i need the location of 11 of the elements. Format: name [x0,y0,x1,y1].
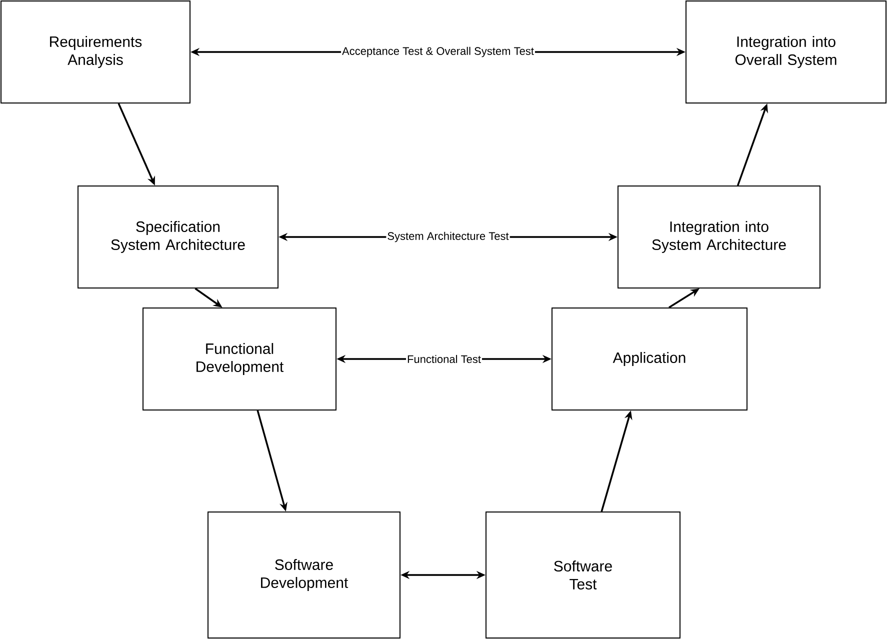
edge-label: Acceptance Test & Overall System Test [341,46,535,58]
edge-label: System Architecture Test [386,230,510,244]
process-box: Integration into System Architecture [618,186,820,288]
process-box: Software Development [208,512,400,638]
process-box: Integration into Overall System [686,0,886,104]
process-box: Application [552,308,748,410]
process-box: Specification System Architecture [78,186,278,288]
edge-label: Functional Test [406,354,482,364]
process-box: Functional Development [142,308,336,410]
process-box: Requirements Analysis [0,0,190,104]
process-box: Software Test [486,512,680,638]
